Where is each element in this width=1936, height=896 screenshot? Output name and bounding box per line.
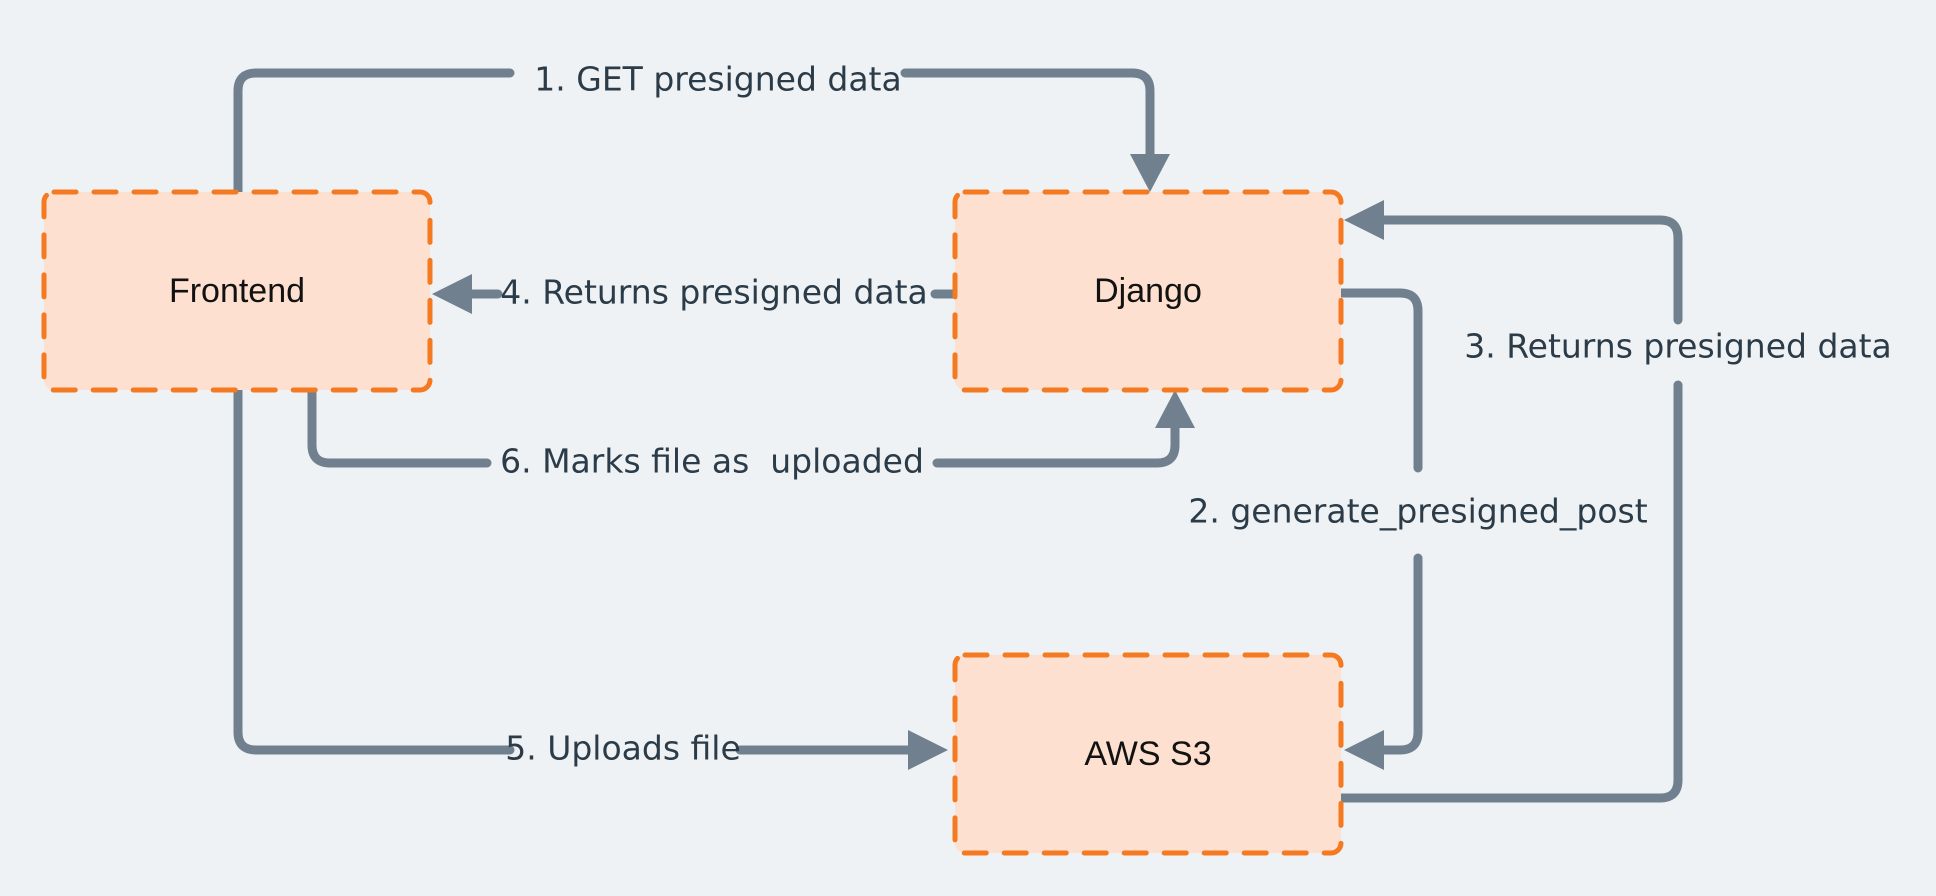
edge-6-marks-file-as-uploaded: 6. Marks file as uploaded <box>307 385 1195 481</box>
edge-5-uploads-file: 5. Uploads file <box>233 385 948 770</box>
edge-4-arrowhead-icon <box>432 274 472 314</box>
node-aws-s3[interactable]: AWS S3 <box>952 652 1344 856</box>
edge-2-label: 2. generate_presigned_post <box>1188 492 1647 531</box>
edge-6-label: 6. Marks file as uploaded <box>500 442 924 481</box>
edge-2-line-upper <box>1336 288 1423 473</box>
edge-6-line-left <box>307 385 492 468</box>
edge-6-line-right <box>932 417 1180 468</box>
node-aws-s3-box[interactable] <box>952 652 1344 856</box>
edge-4-returns-presigned-data: 4. Returns presigned data <box>432 273 960 314</box>
edge-1-get-presigned-data: 1. GET presigned data <box>233 60 1170 197</box>
edge-3-returns-presigned-data: 3. Returns presigned data <box>1336 200 1892 803</box>
edge-5-line-left <box>233 385 515 755</box>
edge-6-arrowhead-icon <box>1155 390 1195 428</box>
node-django[interactable]: Django <box>952 189 1344 393</box>
node-frontend-box[interactable] <box>41 189 433 393</box>
edge-1-line <box>233 68 515 197</box>
edge-3-arrowhead-icon <box>1344 200 1384 240</box>
edge-3-line-lower <box>1336 380 1683 803</box>
node-frontend[interactable]: Frontend <box>41 189 433 393</box>
edge-2-arrowhead-icon <box>1344 730 1384 770</box>
edge-4-label: 4. Returns presigned data <box>500 273 928 312</box>
node-django-box[interactable] <box>952 189 1344 393</box>
node-aws-s3-label: AWS S3 <box>1084 735 1211 773</box>
edge-1-arrowhead-icon <box>1130 154 1170 192</box>
edge-3-label: 3. Returns presigned data <box>1464 327 1892 366</box>
node-frontend-label: Frontend <box>169 272 305 310</box>
edge-2-line-lower <box>1377 553 1423 755</box>
edge-5-arrowhead-icon <box>908 730 948 770</box>
edge-1-label: 1. GET presigned data <box>534 60 901 99</box>
edge-1-line-right <box>900 68 1155 165</box>
node-django-label: Django <box>1094 272 1202 310</box>
edge-5-label: 5. Uploads file <box>505 729 741 768</box>
edge-2-generate-presigned-post: 2. generate_presigned_post <box>1188 288 1648 770</box>
edge-3-line-upper <box>1377 215 1683 325</box>
